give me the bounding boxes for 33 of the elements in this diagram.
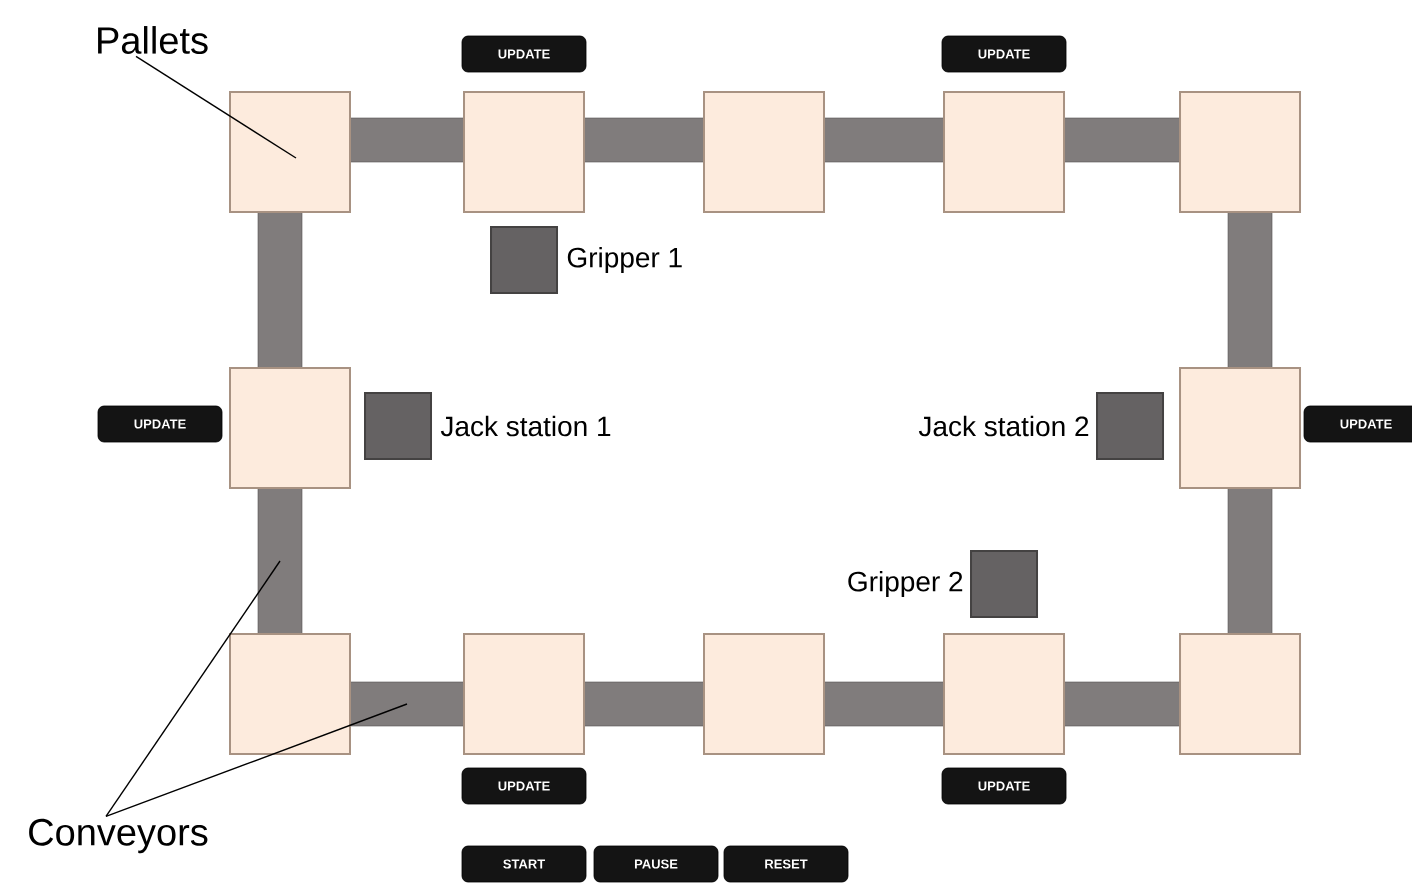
pallet-square [1179, 633, 1301, 755]
conveyor-bar [349, 117, 465, 163]
conveyor-bar [349, 681, 465, 727]
conveyor-bar [823, 681, 945, 727]
station-label: Gripper 2 [848, 570, 963, 598]
pallet-square [463, 633, 585, 755]
pallet-square [703, 91, 825, 213]
conveyor-bar [823, 117, 945, 163]
pallet-square [229, 367, 351, 489]
pallet-square [943, 91, 1065, 213]
pallet-square [703, 633, 825, 755]
pallet-square [229, 633, 351, 755]
callout-label: Pallets [98, 26, 208, 54]
pallet-square [943, 633, 1065, 755]
station-label: Jack station 1 [440, 415, 611, 437]
pallet-square [1179, 91, 1301, 213]
conveyor-bar [257, 211, 303, 369]
conveyor-bar [1227, 211, 1273, 369]
conveyor-bar [257, 487, 303, 635]
conveyor-bar [1063, 681, 1181, 727]
station-label: Gripper 1 [567, 246, 682, 274]
leader-line [135, 55, 297, 159]
pallet-square [229, 91, 351, 213]
pallet-square [1179, 367, 1301, 489]
conveyor-bar [1227, 487, 1273, 635]
conveyor-bar [583, 117, 705, 163]
leader-line [105, 560, 281, 818]
leader-line [105, 703, 408, 818]
conveyor-bar [583, 681, 705, 727]
callout-label: Conveyors [29, 818, 208, 854]
station-label: Jack station 2 [918, 415, 1089, 437]
pallet-square [463, 91, 585, 213]
conveyor-bar [1063, 117, 1181, 163]
